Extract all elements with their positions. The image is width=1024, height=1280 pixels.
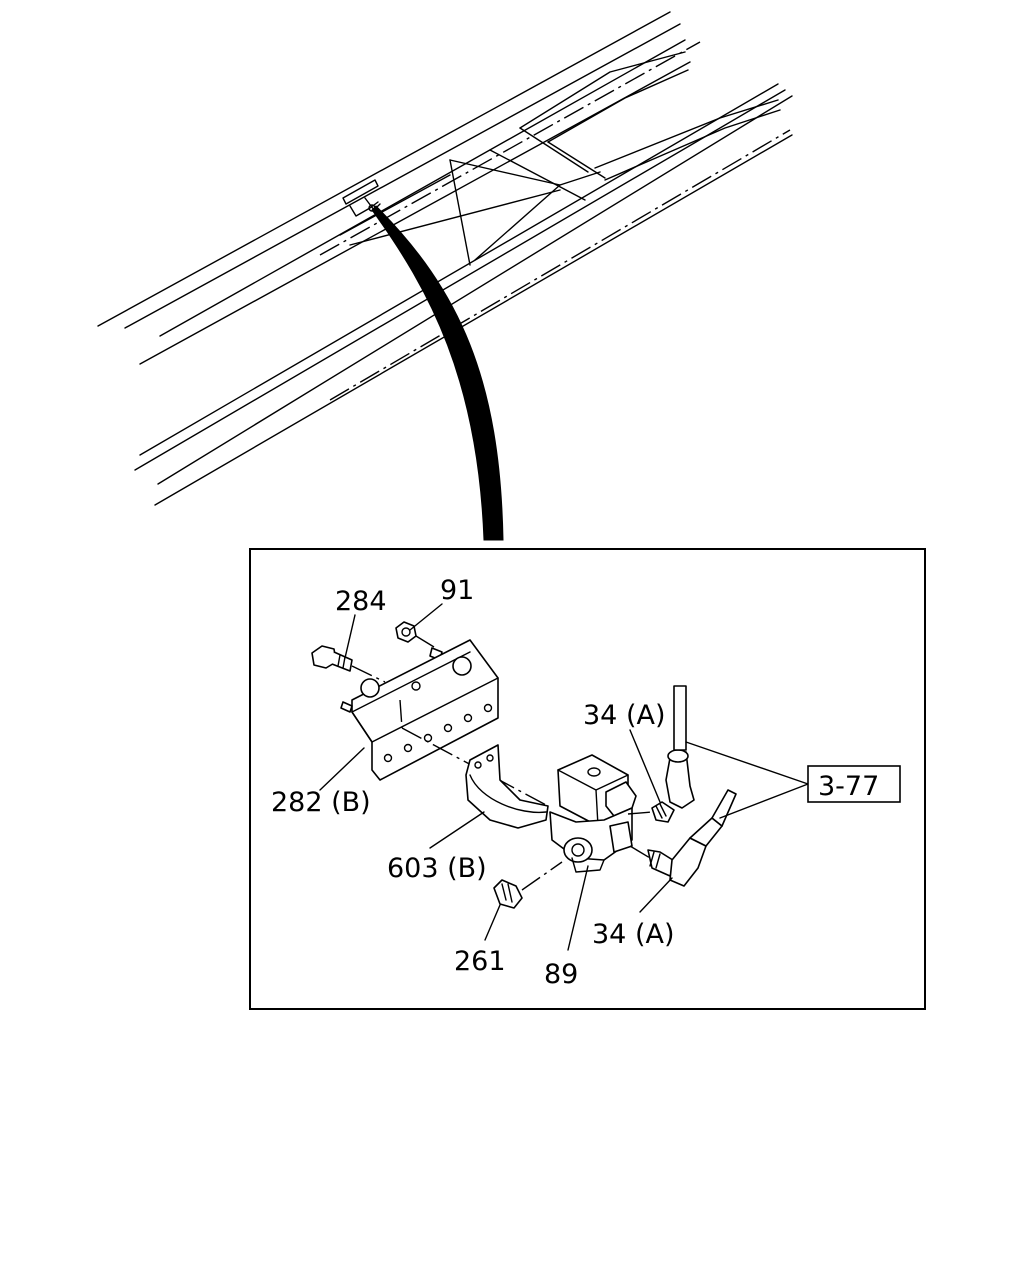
callout-34a-bottom: 34 (A) — [592, 919, 674, 950]
reference-box: 3-77 — [807, 765, 901, 803]
detail-pointer — [371, 205, 504, 541]
bracket-282b — [340, 639, 499, 781]
callout-34a-top: 34 (A) — [583, 700, 665, 731]
fitting-34a-lower — [647, 817, 723, 887]
air-pipe-diagonal — [711, 789, 737, 827]
fitting-34a-upper — [651, 749, 695, 823]
bolt-284 — [311, 645, 353, 672]
callout-91: 91 — [440, 575, 474, 606]
detail-frame — [249, 548, 926, 1010]
callout-labels: 284 91 34 (A) 282 (B) 603 (B) 261 89 34 … — [271, 575, 674, 990]
air-pipe-vertical — [673, 685, 687, 751]
callout-603b: 603 (B) — [387, 853, 487, 884]
solenoid-valve-89 — [549, 754, 637, 873]
reference-label: 3-77 — [818, 771, 879, 802]
callout-89: 89 — [544, 959, 578, 990]
breather-261 — [493, 879, 523, 909]
nut-91 — [395, 621, 417, 643]
leader-lines — [319, 603, 809, 951]
callout-261: 261 — [454, 946, 506, 977]
callout-282b: 282 (B) — [271, 787, 371, 818]
vehicle-frame — [97, 11, 793, 506]
clamp-603b — [465, 744, 549, 829]
callout-284: 284 — [335, 586, 387, 617]
